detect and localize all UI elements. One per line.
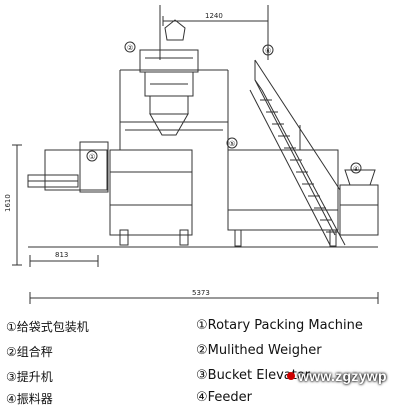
- dim-top-width: 1240: [205, 12, 223, 20]
- callout-1: ②: [127, 44, 133, 52]
- callout-2: ①: [89, 153, 95, 161]
- legend-cn-3: ③提升机: [6, 370, 53, 384]
- legend-en-4: ④Feeder: [196, 390, 253, 405]
- callout-3: ④: [353, 165, 359, 173]
- dim-left-offset: 813: [55, 251, 68, 259]
- watermark-logo-icon: [287, 372, 295, 380]
- machine-drawing: 1240 1610 813 5373 ② ⑥ ⑤ ① ④: [4, 5, 379, 304]
- watermark: www.zgzywp: [298, 368, 387, 384]
- callout-6: ⑥: [265, 47, 271, 55]
- dim-total-length: 5373: [192, 289, 210, 297]
- callout-5: ⑤: [229, 140, 235, 148]
- legend-cn-1: ①给袋式包装机: [6, 320, 89, 334]
- legend-cn-4: ④振料器: [6, 392, 53, 406]
- dim-height: 1610: [4, 194, 12, 212]
- legend-cn-2: ②组合秤: [6, 345, 53, 359]
- legend-en-3: ③Bucket Elevator: [196, 368, 311, 383]
- legend-en-1: ①Rotary Packing Machine: [196, 318, 363, 333]
- legend-en-2: ②Mulithed Weigher: [196, 343, 322, 358]
